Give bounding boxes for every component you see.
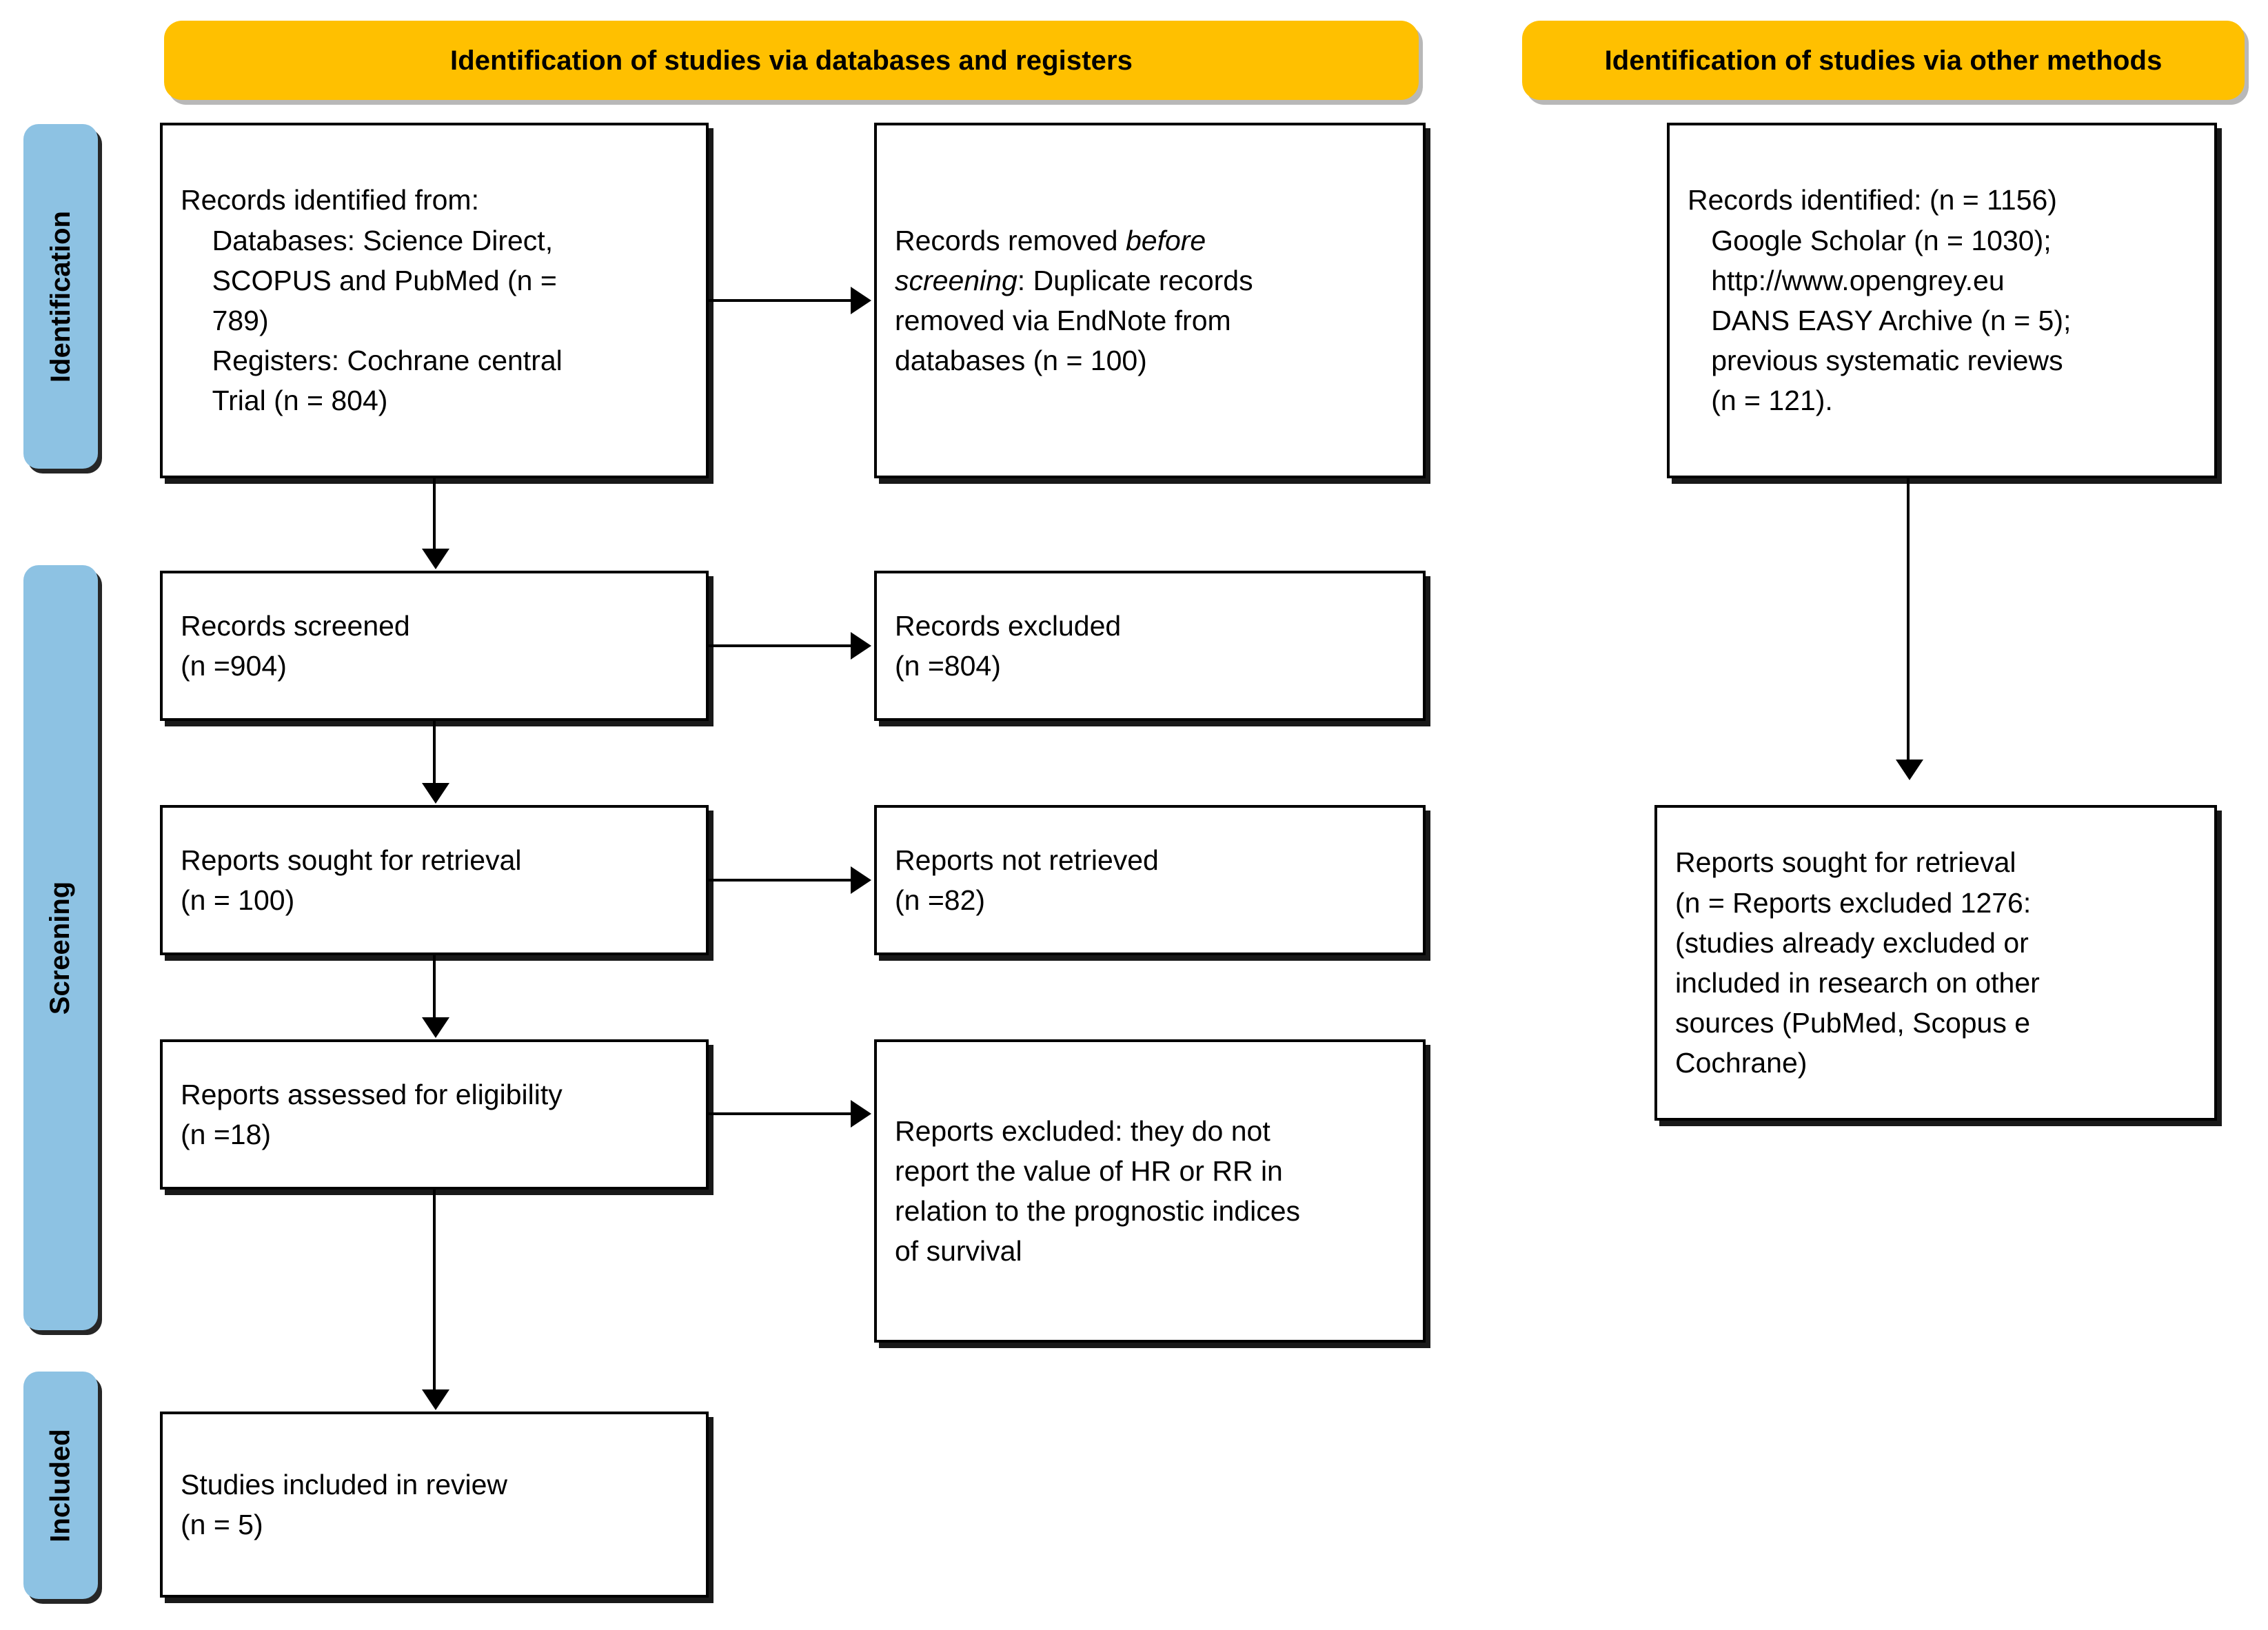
box-records-screened: Records screened (n =904) [160,571,709,721]
connector-identified-to-screened-line [433,478,436,549]
connector-assessed-to-included-arrow [422,1389,449,1410]
box-records-identified-other-text: Records identified: (n = 1156) Google Sc… [1688,184,2072,417]
banner-other-methods: Identification of studies via other meth… [1522,21,2245,100]
records-removed-part-2: : Duplicate records removed via EndNote … [895,264,1253,377]
box-reports-sought-other-methods: Reports sought for retrieval (n = Report… [1654,805,2217,1121]
phase-strip-included: Included [23,1372,98,1599]
connector-assessed-to-included-line [433,1190,436,1391]
box-reports-sought-text: Reports sought for retrieval (n = 100) [181,844,522,916]
connector-identified-to-removed-line [709,299,852,302]
phase-label-screening: Screening [45,881,76,1015]
connector-sought-to-not-retrieved-line [709,879,852,882]
box-studies-included-text: Studies included in review (n = 5) [181,1468,508,1540]
connector-other-identified-to-sought-line [1907,478,1910,761]
connector-screened-to-sought-line [433,721,436,784]
records-removed-italic-before: before [1125,224,1206,256]
box-reports-excluded-eligibility-text: Reports excluded: they do not report the… [895,1114,1301,1267]
connector-identified-to-removed-arrow [851,287,871,314]
box-records-identified-other-methods: Records identified: (n = 1156) Google Sc… [1667,123,2217,478]
records-removed-part-1: Records removed [895,224,1126,256]
box-reports-not-retrieved-text: Reports not retrieved (n =82) [895,844,1159,916]
connector-other-identified-to-sought-arrow [1896,760,1923,780]
box-reports-sought-for-retrieval: Reports sought for retrieval (n = 100) [160,805,709,955]
phase-label-identification: Identification [45,210,76,383]
banner-databases-registers-label: Identification of studies via databases … [449,45,1133,76]
connector-screened-to-excluded-line [709,644,852,647]
connector-screened-to-sought-arrow [422,783,449,804]
box-reports-sought-other-text: Reports sought for retrieval (n = Report… [1675,846,2040,1079]
connector-assessed-to-excluded-line [709,1112,852,1115]
box-records-excluded: Records excluded (n =804) [874,571,1426,721]
box-records-identified-databases-text: Records identified from: Databases: Scie… [181,184,563,417]
connector-sought-to-assessed-arrow [422,1017,449,1038]
box-records-removed-before-screening: Records removed before screening: Duplic… [874,123,1426,478]
box-reports-assessed-for-eligibility: Reports assessed for eligibility (n =18) [160,1039,709,1190]
connector-sought-to-assessed-line [433,955,436,1019]
box-reports-not-retrieved: Reports not retrieved (n =82) [874,805,1426,955]
box-records-excluded-text: Records excluded (n =804) [895,609,1122,682]
box-records-identified-databases: Records identified from: Databases: Scie… [160,123,709,478]
phase-strip-identification: Identification [23,124,98,469]
records-removed-italic-screening: screening [895,264,1017,296]
phase-label-included: Included [45,1428,76,1542]
box-records-screened-text: Records screened (n =904) [181,609,410,682]
box-reports-assessed-text: Reports assessed for eligibility (n =18) [181,1078,563,1150]
connector-screened-to-excluded-arrow [851,632,871,660]
connector-sought-to-not-retrieved-arrow [851,866,871,894]
connector-identified-to-screened-arrow [422,549,449,569]
box-reports-excluded-eligibility: Reports excluded: they do not report the… [874,1039,1426,1343]
connector-assessed-to-excluded-arrow [851,1100,871,1128]
banner-databases-registers: Identification of studies via databases … [164,21,1419,100]
phase-strip-screening: Screening [23,565,98,1330]
box-studies-included-in-review: Studies included in review (n = 5) [160,1412,709,1598]
box-records-removed-text: Records removed before screening: Duplic… [877,221,1271,381]
banner-other-methods-label: Identification of studies via other meth… [1604,45,2163,76]
